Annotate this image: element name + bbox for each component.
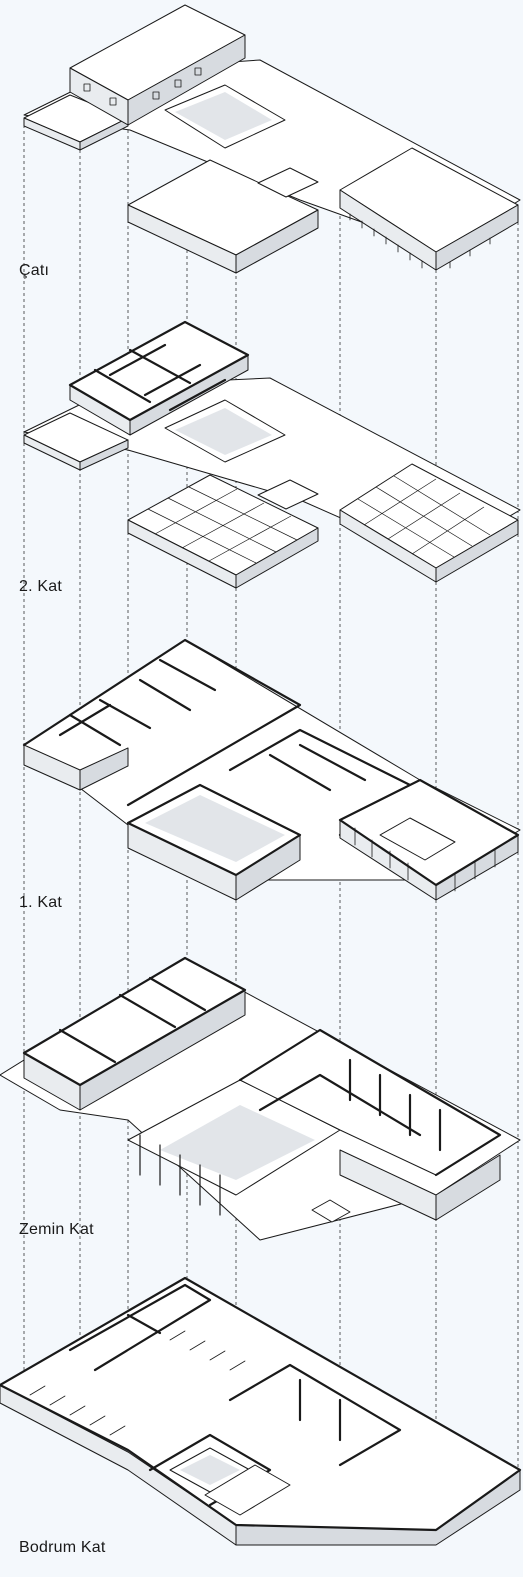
floor-label-basement: Bodrum Kat bbox=[19, 1539, 106, 1556]
second-floor-level bbox=[23, 320, 521, 589]
floor-label-roof: Çatı bbox=[19, 262, 49, 279]
floor-label-second: 2. Kat bbox=[19, 578, 62, 595]
basement-level bbox=[0, 1276, 522, 1546]
window-icons bbox=[83, 67, 202, 106]
parking-bays bbox=[29, 1330, 246, 1436]
floor-label-first: 1. Kat bbox=[19, 894, 62, 911]
floor-label-ground: Zemin Kat bbox=[19, 1221, 94, 1238]
ground-floor-level bbox=[0, 956, 521, 1241]
roof-level bbox=[23, 4, 521, 274]
first-floor-level bbox=[22, 638, 521, 901]
